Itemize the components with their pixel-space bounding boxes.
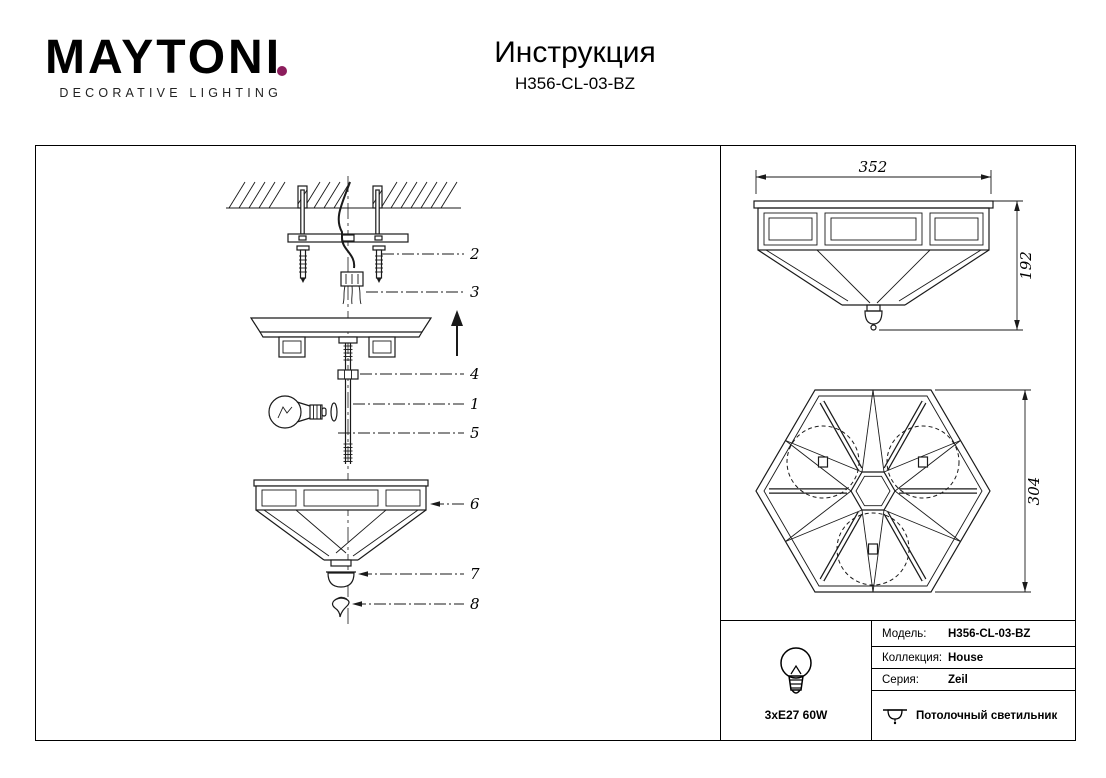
model-label: Модель: (882, 627, 927, 640)
top-view-drawing: 304 (755, 389, 1043, 593)
height-dim-text: 192 (1017, 251, 1035, 280)
shade-web (785, 389, 961, 593)
spec-row-series: Серия: Zeil (872, 669, 1075, 691)
document-model-code: H356-CL-03-BZ (515, 74, 635, 93)
part-label-3: 3 (470, 283, 480, 301)
bulb-positions (786, 425, 960, 586)
brand-tagline: DECORATIVE LIGHTING (59, 86, 283, 100)
canopy (249, 317, 433, 358)
dimensions-panel: 352 192 (720, 145, 1076, 741)
series-label: Серия: (882, 673, 919, 686)
spec-row-collection: Коллекция: House (872, 647, 1075, 669)
hexagon-outer (755, 389, 991, 593)
center-hub (850, 471, 896, 511)
brand-wordmark: MAYTONI (45, 31, 288, 84)
wall-plug-left (297, 185, 308, 235)
bulb-icon (780, 647, 812, 694)
brand-logo: MAYTONI DECORATIVE LIGHTING (45, 31, 288, 100)
ceiling-light-icon (883, 708, 907, 724)
part-label-2: 2 (469, 245, 480, 263)
terminal-block (340, 271, 364, 305)
light-bulb (268, 395, 338, 429)
brand-dot-icon (277, 66, 288, 76)
mount-direction-arrow (451, 310, 463, 356)
side-view-drawing: 352 192 (753, 158, 1035, 331)
dimension-drawings: 352 192 (753, 158, 1043, 593)
across-dimension (935, 389, 1031, 593)
across-dim-text: 304 (1025, 477, 1043, 506)
width-dimension (755, 170, 992, 194)
exploded-assembly-drawing: 2 3 4 1 5 6 7 8 (226, 176, 480, 624)
part-label-1: 1 (470, 395, 480, 413)
series-value: Zeil (948, 673, 968, 686)
canopy-screw-left (296, 245, 310, 283)
height-dimension (879, 200, 1023, 331)
type-value: Потолочный светильник (916, 709, 1058, 722)
document-title: Инструкция (494, 36, 656, 69)
spec-table: Модель: H356-CL-03-BZ Коллекция: House С… (871, 621, 1075, 740)
collection-label: Коллекция: (882, 651, 943, 664)
lamp-spec-block: 3xE27 60W (721, 621, 871, 740)
brand-text: MAYTONI (45, 31, 283, 84)
leader-lines (338, 253, 464, 607)
lattice-shade (253, 479, 429, 567)
part-label-6: 6 (470, 495, 480, 513)
lamp-spec-text: 3xE27 60W (764, 708, 828, 722)
model-value: H356-CL-03-BZ (948, 627, 1031, 640)
mounting-ring (330, 402, 338, 422)
spec-row-model: Модель: H356-CL-03-BZ (872, 621, 1075, 647)
spec-section: 3xE27 60W Модель: H356-CL-03-BZ Коллекци… (721, 620, 1075, 740)
width-dim-text: 352 (859, 158, 888, 176)
assembly-diagram-panel: 2 3 4 1 5 6 7 8 (35, 145, 721, 741)
spec-row-type: Потолочный светильник (872, 691, 1075, 740)
ceiling-hatch (226, 181, 461, 209)
part-label-4: 4 (469, 365, 480, 383)
hexagon-inner (763, 395, 983, 587)
wall-plug-right (372, 185, 383, 235)
document-title-block: Инструкция H356-CL-03-BZ (400, 36, 750, 94)
mounting-plate (287, 233, 409, 243)
finial-cup (326, 571, 356, 588)
part-label-8: 8 (470, 595, 480, 613)
finial-tip (331, 596, 350, 618)
canopy-screw-right (372, 245, 386, 283)
supply-cable (337, 181, 356, 269)
threaded-rod (343, 343, 353, 464)
part-label-7: 7 (470, 565, 480, 583)
collection-value: House (948, 651, 984, 664)
part-label-5: 5 (470, 424, 480, 442)
rod-nut (337, 369, 359, 380)
